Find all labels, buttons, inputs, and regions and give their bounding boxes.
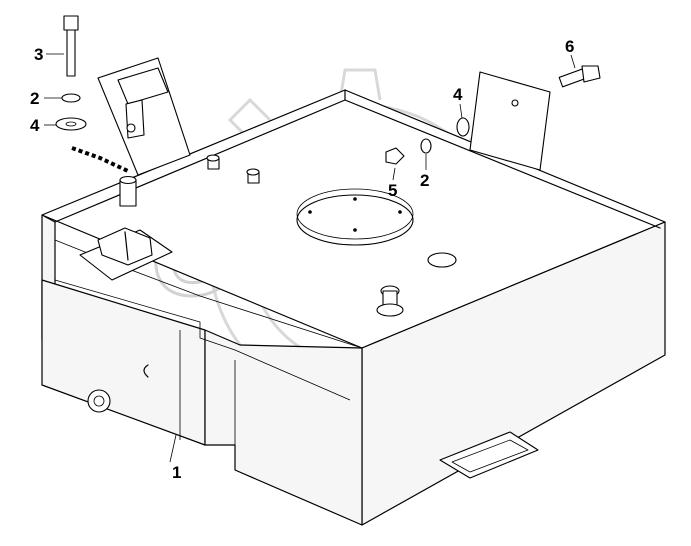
callout-5: 5 [388, 181, 397, 200]
left-bracket [79, 57, 191, 281]
bolt-head [63, 15, 79, 31]
nut-5 [385, 147, 405, 165]
u-clamp [97, 227, 153, 266]
handle [439, 431, 539, 479]
callout-2-left: 2 [30, 89, 39, 108]
callout-4-right: 4 [453, 85, 463, 104]
callout-6: 6 [565, 37, 574, 56]
tray-assembly [41, 89, 666, 526]
washer-4 [456, 117, 470, 137]
filler-cap [427, 252, 457, 268]
callout-1: 1 [172, 463, 181, 482]
drain-plug [87, 389, 111, 413]
right-bracket [385, 65, 601, 171]
bolt-shank [66, 29, 76, 77]
callout-2-right: 2 [420, 171, 429, 190]
assembly-path [71, 146, 131, 174]
clip [143, 364, 149, 378]
callout-labels: 1 2 3 4 4 5 2 6 [30, 37, 574, 482]
right-mounting-plate [469, 71, 551, 171]
leader-lines [44, 53, 576, 463]
lock-washer [61, 93, 81, 103]
tank-front-right [204, 329, 363, 526]
callout-3: 3 [34, 45, 43, 64]
tank-fittings [87, 154, 539, 479]
washer-2 [420, 138, 432, 154]
callout-4-left: 4 [30, 116, 40, 135]
inspection-cover [296, 194, 414, 246]
flat-washer [55, 117, 87, 131]
